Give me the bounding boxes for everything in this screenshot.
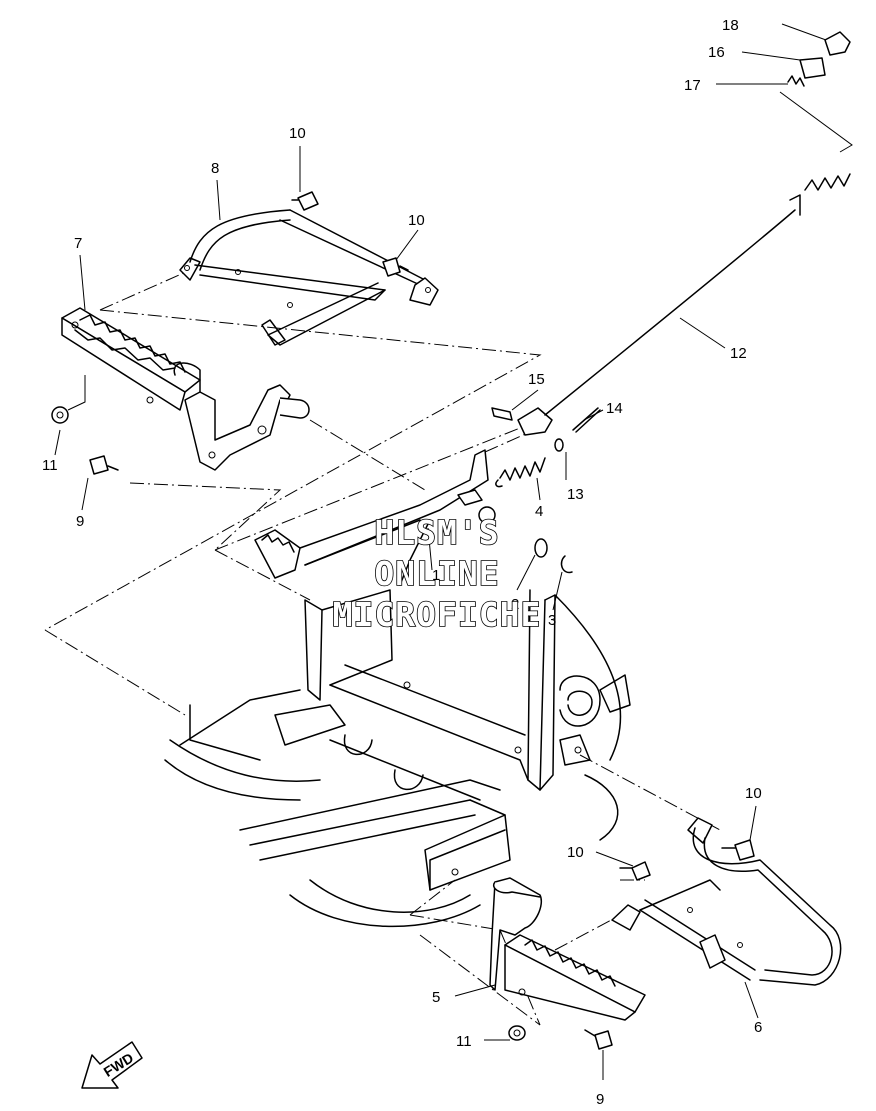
watermark-line-1: HLSM'S [374, 513, 499, 552]
watermark-line-2: ONLINE [374, 554, 499, 593]
callout-4: 4 [535, 503, 543, 520]
brake-rod [544, 173, 851, 416]
callout-12: 12 [730, 345, 747, 362]
watermark: HLSM'S ONLINE MICROFICHE [332, 512, 542, 635]
callout-10-top: 10 [289, 125, 306, 142]
step-mount-plate [184, 384, 310, 471]
callout-3: 3 [548, 612, 556, 629]
callout-9-left: 9 [76, 513, 84, 530]
callout-2: 2 [511, 596, 519, 613]
callout-8: 8 [211, 160, 219, 177]
footrest-bracket-left [179, 209, 439, 346]
callout-6: 6 [754, 1019, 762, 1036]
callout-15: 15 [528, 371, 545, 388]
callout-11-left: 11 [42, 457, 58, 474]
callout-numbers: 18 16 17 10 8 10 7 12 15 14 11 13 4 9 1 … [42, 17, 762, 1108]
frame [164, 589, 631, 928]
callout-9-right: 9 [596, 1091, 604, 1108]
callout-11-right: 11 [456, 1033, 472, 1050]
callout-7: 7 [74, 235, 82, 252]
spring [495, 457, 546, 488]
brake-pedal [254, 449, 496, 586]
footrest-bracket-right [611, 817, 842, 986]
callout-18: 18 [722, 17, 739, 34]
rod-fittings [787, 31, 851, 87]
callout-14: 14 [606, 400, 623, 417]
callout-1: 1 [432, 567, 440, 584]
leader-lines [44, 267, 721, 1026]
callout-5: 5 [432, 989, 440, 1006]
callout-10-mid: 10 [408, 212, 425, 229]
callout-lines [54, 23, 853, 1080]
callout-10-lower: 10 [567, 844, 584, 861]
callout-17: 17 [684, 77, 701, 94]
footrest-right [489, 877, 646, 1021]
footrest-left [61, 307, 201, 411]
watermark-line-3: MICROFICHE [333, 595, 542, 634]
callout-13: 13 [567, 486, 584, 503]
washer-and-clip [534, 538, 573, 574]
callout-16: 16 [708, 44, 725, 61]
fasteners [51, 191, 755, 1050]
fwd-arrow: FWD [81, 1041, 143, 1089]
clevis-assembly [491, 407, 601, 452]
callout-10-right: 10 [745, 785, 762, 802]
